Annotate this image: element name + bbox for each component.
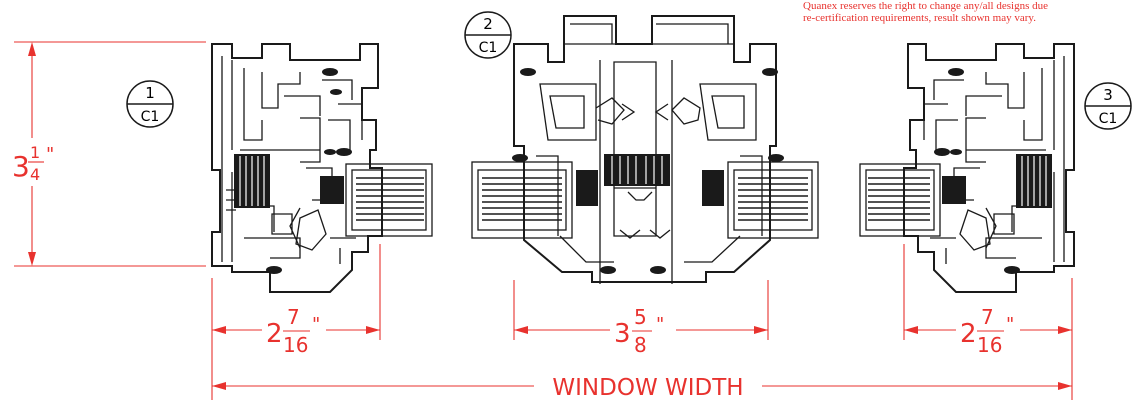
- height-whole: 3: [12, 150, 30, 183]
- center-width-whole: 3: [614, 319, 631, 349]
- center-width-den: 8: [634, 333, 647, 357]
- left-width-num: 7: [287, 305, 300, 329]
- right-width-den: 16: [977, 333, 1002, 357]
- height-num: 1: [30, 143, 40, 162]
- callout-2: 2 C1: [464, 11, 512, 59]
- callout-2-number: 2: [483, 15, 493, 33]
- callout-3-number: 3: [1103, 86, 1113, 104]
- dimension-window-width: WINDOW WIDTH: [212, 375, 1072, 401]
- section-right-jamb: [859, 43, 1075, 293]
- callout-2-sheet: C1: [479, 40, 498, 56]
- section-left-jamb: [211, 43, 433, 293]
- dimension-left-width: 2 7 16 ": [211, 244, 381, 400]
- height-unit: ": [46, 144, 54, 165]
- left-width-den: 16: [283, 333, 308, 357]
- callout-1-number: 1: [145, 84, 155, 102]
- center-width-unit: ": [656, 314, 664, 335]
- right-width-whole: 2: [960, 319, 977, 349]
- section-center-meeting-rail: [471, 15, 819, 284]
- center-width-num: 5: [634, 305, 647, 329]
- callout-1-sheet: C1: [141, 109, 160, 125]
- callout-3: 3 C1: [1084, 82, 1132, 130]
- left-width-whole: 2: [266, 319, 283, 349]
- dimension-right-width: 2 7 16 ": [903, 244, 1073, 400]
- revision-notice: Quanex reserves the right to change any/…: [803, 0, 1048, 24]
- dimension-height: 3 1 4 ": [12, 41, 206, 267]
- notice-line-1: Quanex reserves the right to change any/…: [803, 0, 1048, 12]
- callout-3-sheet: C1: [1099, 111, 1118, 127]
- right-width-num: 7: [981, 305, 994, 329]
- height-den: 4: [30, 165, 40, 184]
- left-width-unit: ": [312, 314, 320, 335]
- callout-1: 1 C1: [126, 80, 174, 128]
- right-width-unit: ": [1006, 314, 1014, 335]
- dimension-center-width: 3 5 8 ": [513, 280, 769, 357]
- window-width-label: WINDOW WIDTH: [552, 375, 743, 401]
- notice-line-2: re-certification requirements, result sh…: [803, 12, 1036, 24]
